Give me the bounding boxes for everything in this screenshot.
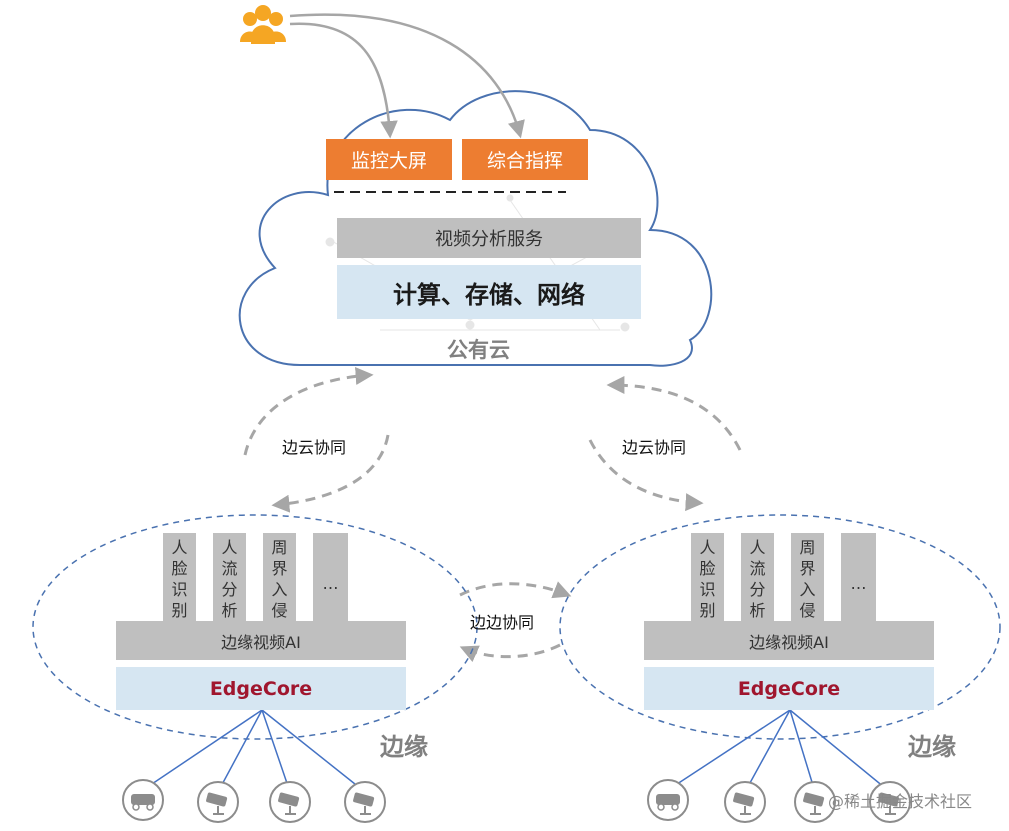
video-analysis-service: 视频分析服务 — [337, 218, 641, 258]
app-char: 分 — [221, 580, 238, 599]
app-perimeter-intrusion: 周 界 入 侵 — [263, 533, 296, 621]
edge-edge-collab-label: 边边协同 — [470, 613, 535, 632]
app-char: 人 — [171, 538, 188, 557]
app-char: 脸 — [699, 559, 716, 578]
user-arrow-left — [289, 22, 398, 139]
users-icon — [240, 5, 286, 44]
app-face-recognition: 人 脸 识 别 — [691, 533, 724, 621]
app-face-recognition: 人 脸 识 别 — [163, 533, 196, 621]
app-char: 识 — [699, 580, 716, 599]
app-char: 入 — [799, 580, 816, 599]
camera-icon — [724, 781, 766, 823]
app-char: 别 — [171, 601, 188, 620]
edgecore-layer: EdgeCore — [644, 667, 934, 710]
app-char: 入 — [271, 580, 288, 599]
app-perimeter-intrusion: 周 界 入 侵 — [791, 533, 824, 621]
watermark-text: @稀土掘金技术社区 — [828, 792, 973, 811]
edge-edge-arrow-bottom — [459, 643, 561, 663]
monitor-screen-button[interactable]: 监控大屏 — [326, 139, 452, 180]
app-char: 周 — [271, 538, 288, 557]
car-camera-icon — [647, 779, 689, 821]
app-char: 人 — [221, 538, 238, 557]
camera-icon — [869, 781, 911, 823]
edge-node-left-boundary — [32, 514, 478, 740]
camera-icon — [794, 781, 836, 823]
app-more: … — [313, 533, 348, 621]
user-arrow-right — [289, 13, 525, 139]
edge-label: 边缘 — [908, 733, 956, 761]
edge-edge-arrow-top — [459, 581, 572, 599]
devices-right — [647, 779, 911, 823]
edge-cloud-arrow-left-down — [271, 434, 390, 513]
edge-cloud-collab-left-label: 边云协同 — [282, 438, 347, 457]
public-cloud-label: 公有云 — [447, 338, 510, 362]
edge-cloud-arrow-left-up — [243, 367, 374, 456]
app-char: 界 — [799, 559, 816, 578]
app-char: 界 — [271, 559, 288, 578]
camera-icon — [269, 781, 311, 823]
app-char: 流 — [221, 559, 238, 578]
app-char: 析 — [221, 601, 238, 620]
app-char: 周 — [799, 538, 816, 557]
app-crowd-analysis: 人 流 分 析 — [741, 533, 774, 621]
app-char: 人 — [699, 538, 716, 557]
app-char: 析 — [749, 601, 766, 620]
app-char: 识 — [171, 580, 188, 599]
compute-storage-network: 计算、存储、网络 — [337, 265, 641, 319]
edge-video-ai-layer: 边缘视频AI — [644, 621, 934, 660]
camera-icon — [197, 781, 239, 823]
app-char: 脸 — [171, 559, 188, 578]
app-char: 人 — [749, 538, 766, 557]
command-center-button[interactable]: 综合指挥 — [462, 139, 588, 180]
device-links-left — [142, 709, 366, 793]
edge-node-right-boundary — [559, 514, 1001, 740]
edge-video-ai-layer: 边缘视频AI — [116, 621, 406, 660]
app-char: 分 — [749, 580, 766, 599]
app-char: … — [322, 574, 339, 593]
app-crowd-analysis: 人 流 分 析 — [213, 533, 246, 621]
edgecore-layer: EdgeCore — [116, 667, 406, 710]
app-char: 侵 — [799, 601, 816, 620]
edge-cloud-collab-right-label: 边云协同 — [622, 438, 687, 457]
app-char: 流 — [749, 559, 766, 578]
app-char: 别 — [699, 601, 716, 620]
device-links-right — [667, 709, 891, 793]
app-char: … — [850, 574, 867, 593]
camera-icon — [344, 781, 386, 823]
edge-label: 边缘 — [380, 733, 428, 761]
app-more: … — [841, 533, 876, 621]
car-camera-icon — [122, 779, 164, 821]
app-char: 侵 — [271, 601, 288, 620]
devices-left — [122, 779, 386, 823]
